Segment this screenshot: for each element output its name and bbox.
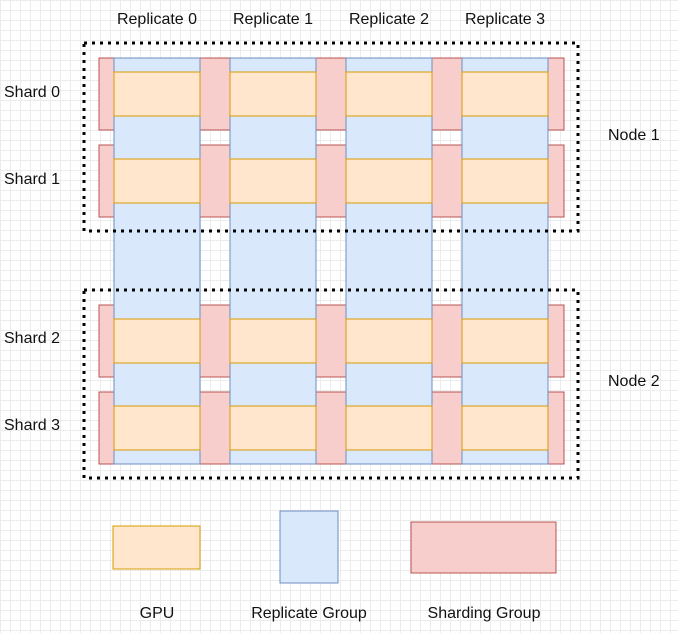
replicate-group-1 [229,57,317,465]
shard-0-label: Shard 0 [4,84,61,101]
shard-1-label: Shard 1 [4,171,61,188]
gpu-r2-s0 [345,71,433,117]
replicate-2-label: Replicate 2 [348,11,430,28]
node-1-boundary [82,41,580,233]
gpu-r1-s2 [229,318,317,364]
node-2-label: Node 2 [608,373,660,390]
gpu-r3-s3 [461,405,549,451]
legend-replicate-group-swatch [279,510,339,584]
legend-gpu-label: GPU [139,605,175,622]
replicate-group-0 [113,57,201,465]
replicate-group-3 [461,57,549,465]
replicate-group-2 [345,57,433,465]
legend-sharding-group-label: Sharding Group [427,605,541,622]
gpu-r0-s2 [113,318,201,364]
gpu-r3-s2 [461,318,549,364]
gpu-r0-s1 [113,158,201,204]
shard-2-label: Shard 2 [4,330,61,347]
replicate-1-label: Replicate 1 [232,11,314,28]
gpu-r1-s1 [229,158,317,204]
replicate-0-label: Replicate 0 [116,11,198,28]
gpu-r1-s3 [229,405,317,451]
node-2-boundary [82,288,580,480]
gpu-r2-s1 [345,158,433,204]
gpu-r1-s0 [229,71,317,117]
gpu-r0-s3 [113,405,201,451]
legend-gpu-swatch [112,525,201,570]
gpu-r0-s0 [113,71,201,117]
gpu-r3-s0 [461,71,549,117]
node-1-label: Node 1 [608,127,660,144]
gpu-r3-s1 [461,158,549,204]
replicate-3-label: Replicate 3 [464,11,546,28]
gpu-r2-s3 [345,405,433,451]
gpu-grid [113,71,549,451]
legend-replicate-group-label: Replicate Group [251,605,367,622]
shard-3-label: Shard 3 [4,417,61,434]
gpu-r2-s2 [345,318,433,364]
legend-sharding-group-swatch [410,521,557,574]
